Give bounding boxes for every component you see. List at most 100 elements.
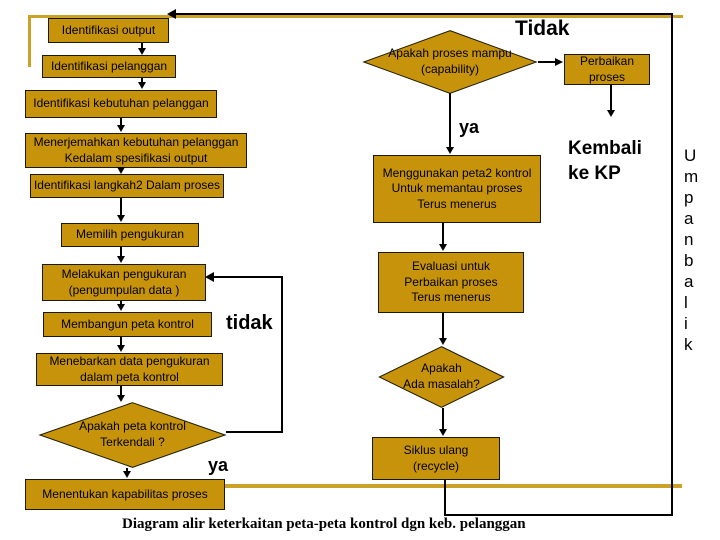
connector-line <box>120 337 122 346</box>
tidak-loop-bottom-line <box>226 431 283 433</box>
vertical-letter: m <box>684 167 699 186</box>
vertical-letter: k <box>684 335 693 354</box>
connector-line <box>442 313 444 339</box>
vertical-letter: p <box>684 188 694 207</box>
box-label: Untuk memantau proses <box>391 181 523 196</box>
flow-box-identifikasi-pelanggan: Identifikasi pelanggan <box>42 55 176 78</box>
flow-box-menentukan-kapabilitas: Menentukan kapabilitas proses <box>25 479 225 510</box>
box-label: Menggunakan peta2 kontrol <box>382 165 532 180</box>
vertical-letter: U <box>684 146 697 165</box>
box-label: Menebarkan data pengukuran <box>49 353 210 368</box>
box-label: Perbaikan proses <box>404 274 498 289</box>
flow-box-identifikasi-kebutuhan: Identifikasi kebutuhan pelanggan <box>25 90 217 118</box>
connector-line <box>126 468 128 473</box>
vertical-letter: n <box>684 230 694 249</box>
box-label: Identifikasi output <box>61 22 156 37</box>
decision-apakah-ada-masalah: Apakah Ada masalah? <box>378 346 505 408</box>
siklus-ulang-down-line <box>444 480 446 516</box>
connector-arrowhead <box>117 167 125 174</box>
connector-arrowhead <box>117 256 125 263</box>
box-label: Membangun peta kontrol <box>61 316 194 331</box>
label-line: Kembali <box>568 138 642 159</box>
connector-arrowhead <box>117 125 125 132</box>
box-label: Kedalam spesifikasi output <box>64 150 208 165</box>
connector-line <box>442 223 444 245</box>
box-label: Menerjemahkan kebutuhan pelanggan <box>33 134 239 149</box>
box-label: (recycle) <box>412 458 459 473</box>
connector-line <box>141 78 143 83</box>
connector-arrowhead <box>117 215 125 222</box>
connector-arrowhead <box>117 345 125 352</box>
label-ya-terkendali: ya <box>208 455 229 475</box>
flow-box-perbaikan-proses: Perbaikan proses <box>564 54 650 85</box>
box-label: Identifikasi langkah2 Dalam proses <box>33 178 221 193</box>
connector-arrowhead <box>138 82 146 89</box>
box-label: dalam peta kontrol <box>80 369 179 384</box>
connector-arrowhead <box>123 471 131 478</box>
connector-arrowhead <box>446 147 454 154</box>
box-label: Identifikasi pelanggan <box>50 58 168 73</box>
flow-box-siklus-ulang: Siklus ulang (recycle) <box>372 437 500 480</box>
connector-arrowhead <box>439 429 447 436</box>
feedback-arrowhead-left <box>167 9 176 19</box>
decision-label: Ada masalah? <box>403 377 480 391</box>
label-ya-capability: ya <box>459 117 480 137</box>
vertical-letter: a <box>684 272 694 291</box>
box-label: Melakukan pengukuran <box>61 266 187 281</box>
label-umpan-balik-vertical: U m p a n b a l i k <box>684 145 698 355</box>
flow-box-identifikasi-output: Identifikasi output <box>48 18 169 43</box>
tidak-loop-top-line <box>212 276 282 278</box>
diamond-shape <box>378 346 505 408</box>
box-label: Terus menerus <box>417 196 497 211</box>
connector-arrowhead <box>607 110 615 117</box>
connector-arrowhead <box>117 304 125 311</box>
feedback-right-line <box>671 13 673 516</box>
decision-label: (capability) <box>420 62 480 76</box>
connector-arrowhead <box>439 338 447 345</box>
feedback-top-line <box>176 13 672 15</box>
connector-arrowhead <box>117 395 125 402</box>
diamond-shape <box>38 402 227 468</box>
connector-line <box>449 93 451 147</box>
flow-box-melakukan-pengukuran: Melakukan pengukuran (pengumpulan data ) <box>42 264 206 301</box>
vertical-letter: i <box>684 314 688 333</box>
vertical-letter: a <box>684 209 694 228</box>
vertical-letter: l <box>684 293 688 312</box>
slide-caption: Diagram alir keterkaitan peta-peta kontr… <box>122 516 526 532</box>
connector-line <box>442 408 444 430</box>
decision-apakah-proses-mampu: Apakah proses mampu (capability) <box>362 30 538 94</box>
connector-line <box>120 301 122 306</box>
label-kembali-ke-kp: Kembali ke KP <box>568 137 642 186</box>
tidak-loop-vert-line <box>281 276 283 433</box>
connector-line <box>120 386 122 396</box>
tidak-loop-arrowhead <box>205 272 214 282</box>
decision-label: Apakah proses mampu <box>388 46 512 61</box>
label-line: ke KP <box>568 162 621 184</box>
box-label: Siklus ulang <box>403 442 469 457</box>
feedback-bottom-line <box>444 514 673 516</box>
label-tidak-top: Tidak <box>515 17 570 40</box>
connector-line <box>120 118 122 126</box>
vertical-letter: b <box>684 251 694 270</box>
gold-left-bracket <box>28 15 31 67</box>
flow-box-evaluasi: Evaluasi untuk Perbaikan proses Terus me… <box>378 252 524 313</box>
box-label: Menentukan kapabilitas proses <box>42 486 208 501</box>
connector-arrowhead <box>555 58 563 66</box>
connector-line <box>120 198 122 216</box>
decision-label: Apakah <box>421 361 462 376</box>
flow-box-menggunakan-peta: Menggunakan peta2 kontrol Untuk memantau… <box>373 155 541 223</box>
flow-box-identifikasi-langkah: Identifikasi langkah2 Dalam proses <box>30 174 224 198</box>
connector-line <box>141 43 143 49</box>
flow-box-menebarkan-data: Menebarkan data pengukuran dalam peta ko… <box>36 353 223 386</box>
box-label: Perbaikan <box>579 53 635 68</box>
flow-box-menerjemahkan: Menerjemahkan kebutuhan pelanggan Kedala… <box>25 133 247 168</box>
flow-box-memilih-pengukuran: Memilih pengukuran <box>61 223 199 247</box>
connector-arrowhead <box>439 244 447 251</box>
box-label: proses <box>588 69 626 84</box>
box-label: Evaluasi untuk <box>411 259 491 274</box>
decision-label: Terkendali ? <box>100 435 165 449</box>
flow-box-membangun-peta-kontrol: Membangun peta kontrol <box>43 312 212 337</box>
connector-arrowhead <box>138 48 146 55</box>
box-label: (pengumpulan data ) <box>68 282 180 297</box>
